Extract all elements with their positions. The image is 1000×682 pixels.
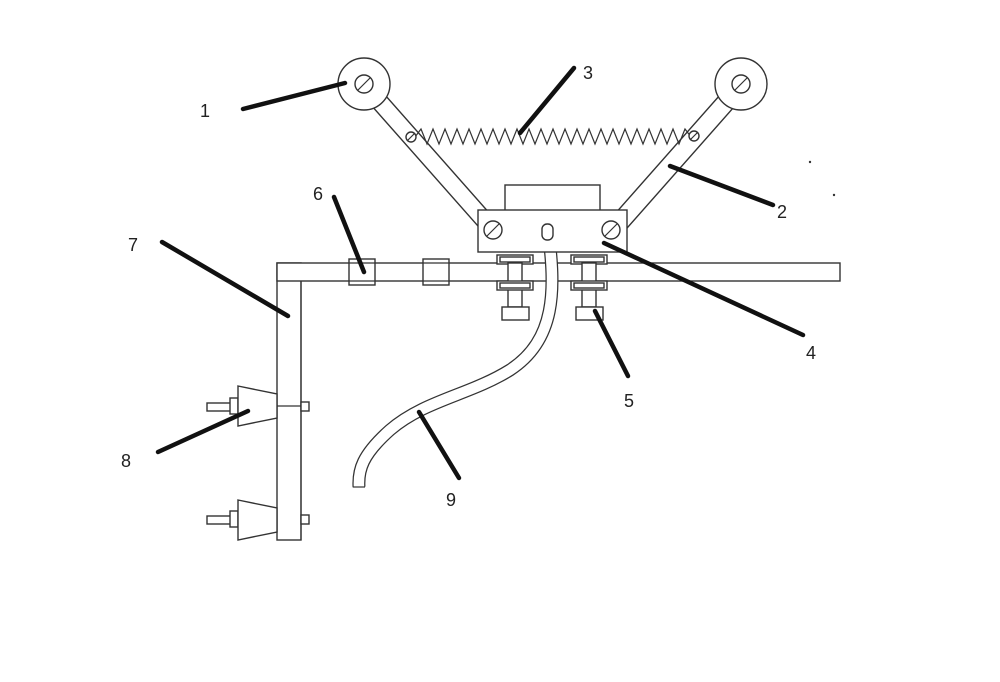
leader-lines xyxy=(155,65,806,481)
leader-line-4 xyxy=(601,240,806,338)
roller-right xyxy=(714,57,768,111)
callout-9: 9 xyxy=(446,490,456,510)
callout-2: 2 xyxy=(777,202,787,222)
bolt-assembly-right xyxy=(570,254,608,321)
leader-line-1 xyxy=(240,80,348,112)
stray-dot xyxy=(808,160,812,164)
callout-8: 8 xyxy=(121,451,131,471)
callout-3: 3 xyxy=(583,63,593,83)
leader-line-8 xyxy=(155,408,251,455)
mounting-foot-upper xyxy=(206,385,310,427)
base-block xyxy=(477,184,628,253)
callout-numbers: 1 2 3 4 5 6 7 8 9 xyxy=(121,63,816,510)
l-frame xyxy=(276,262,841,541)
leader-line-2 xyxy=(667,163,776,208)
callout-4: 4 xyxy=(806,343,816,363)
stray-dot xyxy=(832,193,836,197)
flexible-hose xyxy=(352,229,559,488)
mounting-foot-lower xyxy=(206,499,310,541)
callout-1: 1 xyxy=(200,101,210,121)
leader-line-3 xyxy=(517,65,577,136)
callout-7: 7 xyxy=(128,235,138,255)
leader-line-9 xyxy=(416,409,462,481)
leader-line-6 xyxy=(331,194,367,275)
bolt-assembly-left xyxy=(496,254,534,321)
callout-5: 5 xyxy=(624,391,634,411)
leader-line-7 xyxy=(159,239,291,319)
tension-spring xyxy=(405,127,700,146)
leader-line-5 xyxy=(592,308,631,379)
callout-6: 6 xyxy=(313,184,323,204)
